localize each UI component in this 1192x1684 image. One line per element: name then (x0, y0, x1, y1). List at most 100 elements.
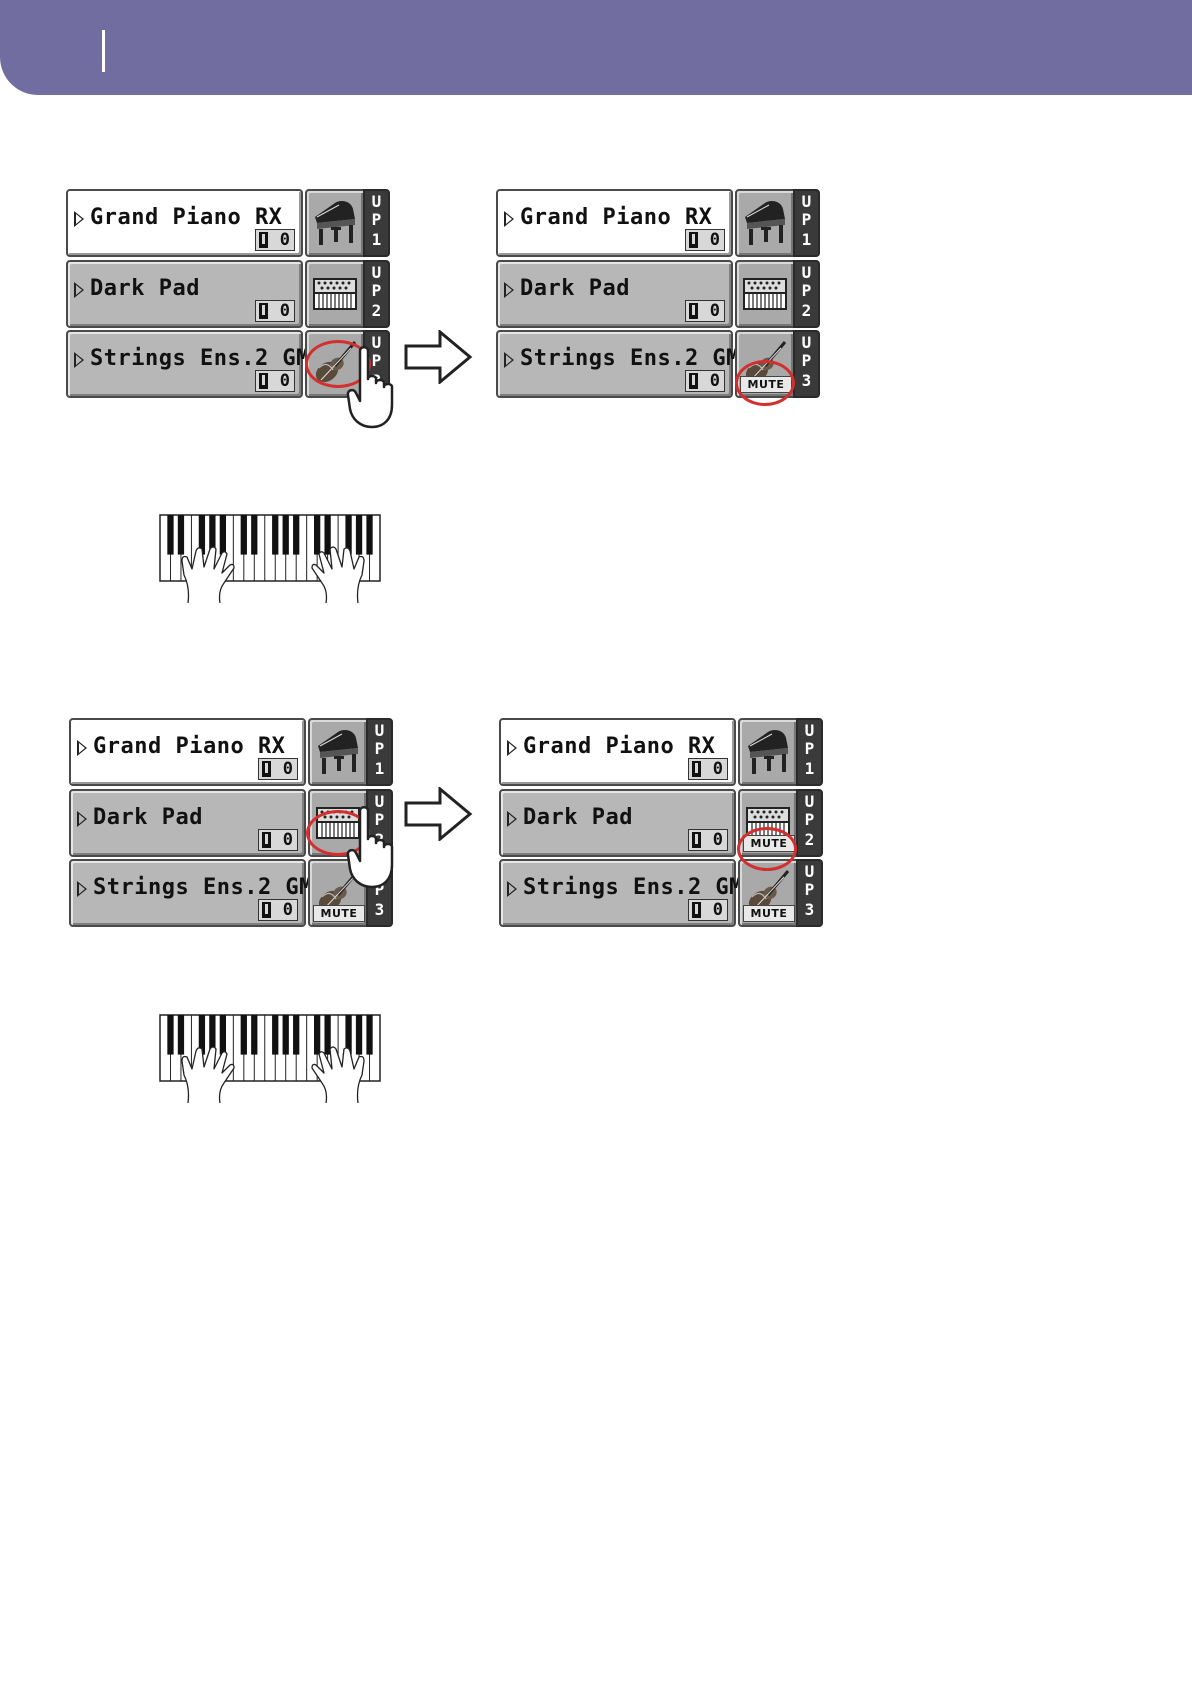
note-icon (692, 902, 701, 918)
octave-indicator: 0 (688, 899, 728, 921)
triangle-icon (74, 211, 84, 227)
sound-name: Dark Pad (523, 805, 633, 830)
note-icon (262, 902, 271, 918)
octave-value: 0 (283, 759, 293, 779)
note-icon (689, 373, 698, 389)
upper-part-label: P (795, 352, 818, 370)
upper-part-label: U (368, 722, 391, 740)
sound-name-button[interactable]: Dark Pad 0 (66, 260, 303, 328)
upper-part-label: U (795, 334, 818, 352)
sound-name: Dark Pad (93, 805, 203, 830)
upper-part-label: 2 (365, 302, 388, 320)
mute-label: MUTE (313, 905, 365, 922)
octave-value: 0 (280, 230, 290, 250)
octave-indicator: 0 (685, 229, 725, 251)
note-icon (259, 303, 268, 319)
triangle-icon (504, 352, 514, 368)
grand-piano-icon (744, 726, 792, 778)
triangle-icon (507, 740, 517, 756)
highlight-circle (735, 360, 795, 406)
triangle-icon (504, 211, 514, 227)
upper-part-label: U (798, 722, 821, 740)
octave-value: 0 (713, 900, 723, 920)
sound-name: Dark Pad (520, 276, 630, 301)
note-icon (692, 761, 701, 777)
upper-part-label: U (795, 264, 818, 282)
header-bar (0, 0, 1192, 95)
grand-piano-icon-button[interactable] (308, 718, 368, 786)
synth-pad-icon-button[interactable] (305, 260, 365, 328)
octave-indicator: 0 (688, 829, 728, 851)
note-icon (262, 832, 271, 848)
upper-part-label: 3 (795, 372, 818, 390)
note-icon (259, 373, 268, 389)
grand-piano-icon (311, 197, 359, 249)
triangle-icon (507, 881, 517, 897)
octave-indicator: 0 (688, 758, 728, 780)
synth-pad-icon-button[interactable] (735, 260, 795, 328)
note-icon (689, 232, 698, 248)
octave-value: 0 (713, 830, 723, 850)
triangle-icon (77, 881, 87, 897)
octave-indicator: 0 (685, 370, 725, 392)
hand-pointer-icon (346, 805, 398, 889)
upper-part-label: U (798, 863, 821, 881)
upper-part-label: P (795, 211, 818, 229)
sound-name: Dark Pad (90, 276, 200, 301)
synth-pad-icon (311, 268, 359, 320)
grand-piano-icon-button[interactable] (738, 718, 798, 786)
octave-value: 0 (713, 759, 723, 779)
sound-name-button[interactable]: Dark Pad 0 (69, 789, 306, 857)
octave-indicator: 0 (255, 229, 295, 251)
sound-name: Strings Ens.2 GM (93, 875, 313, 900)
sound-name: Grand Piano RX (90, 205, 282, 230)
sound-name: Strings Ens.2 GM (523, 875, 743, 900)
octave-value: 0 (710, 230, 720, 250)
grand-piano-icon-button[interactable] (305, 189, 365, 257)
triangle-icon (74, 352, 84, 368)
upper-part-label: 1 (795, 231, 818, 249)
octave-value: 0 (283, 830, 293, 850)
sound-name-button[interactable]: Dark Pad 0 (499, 789, 736, 857)
header-divider (102, 30, 105, 72)
upper-part-label: P (798, 881, 821, 899)
note-icon (262, 761, 271, 777)
grand-piano-icon-button[interactable] (735, 189, 795, 257)
synth-pad-icon (741, 268, 789, 320)
triangle-icon (74, 282, 84, 298)
highlight-circle (737, 827, 797, 871)
triangle-icon (77, 811, 87, 827)
upper-part-label: 2 (798, 831, 821, 849)
octave-value: 0 (280, 301, 290, 321)
upper-part-label: U (365, 264, 388, 282)
octave-value: 0 (280, 371, 290, 391)
triangle-icon (504, 282, 514, 298)
upper-part-label: 2 (795, 302, 818, 320)
upper-part-label: U (798, 793, 821, 811)
upper-part-label: P (365, 211, 388, 229)
upper-part-label: 3 (368, 901, 391, 919)
upper-part-label: P (368, 740, 391, 758)
